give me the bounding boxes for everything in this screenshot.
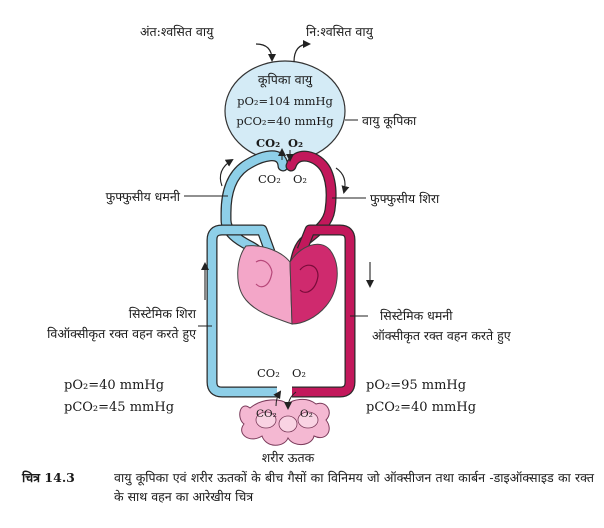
tissue-o2-arrow [284, 391, 297, 410]
pulmonary-artery-flow-arrow [219, 158, 234, 187]
tissue-co2-arrow [273, 390, 282, 407]
pulmonary-vein-flow-arrow [335, 167, 350, 194]
left-pco2-value: pCO₂=45 mmHg [64, 400, 175, 415]
alveolar-air-label: कूपिका वायु [257, 72, 313, 87]
heart-left-side [289, 243, 338, 325]
heart-right-side [237, 245, 293, 325]
systemic-vein-desc: विऑक्सीकृत रक्त वहन करते हुए [47, 326, 196, 341]
inhaled-air-arrow [255, 43, 276, 62]
pulmonary-artery-label: फुफ्फुसीय धमनी [105, 189, 180, 204]
exhaled-air-arrow [293, 40, 311, 63]
pulmonary-vein-label: फुफ्फुसीय शिरा [370, 191, 440, 206]
exhaled-air-label: नि:श्वसित वायु [306, 24, 373, 39]
tissue-co2-label: CO₂ [257, 366, 280, 380]
alveolus-pco2-value: pCO₂=40 mmHg [236, 114, 334, 128]
alveolus-o2-lower-label: O₂ [293, 172, 308, 186]
right-pco2-value: pCO₂=40 mmHg [366, 400, 477, 415]
alveolus-co2-label: CO₂ [256, 136, 281, 150]
systemic-vein-label: सिस्टेमिक शिरा [128, 306, 196, 321]
alveolus-po2-value: pO₂=104 mmHg [237, 94, 333, 108]
caption-number: चित्र 14.3 [22, 470, 75, 485]
tissue-co2-inner-label: CO₂ [256, 408, 277, 420]
left-po2-value: pO₂=40 mmHg [64, 378, 165, 393]
alveolus-co2-lower-label: CO₂ [258, 172, 281, 186]
right-po2-value: pO₂=95 mmHg [366, 378, 467, 393]
alveolus-o2-label: O₂ [288, 136, 304, 150]
tissue-o2-label: O₂ [292, 366, 307, 380]
inhaled-air-label: अंत:श्वसित वायु [140, 24, 214, 39]
alveolus-label: वायु कूपिका [362, 113, 417, 128]
tissue-o2-inner-label: O₂ [300, 408, 313, 420]
caption-text: वायु कूपिका एवं शरीर ऊतकों के बीच गैसों … [114, 470, 594, 504]
body-tissue-cells [239, 398, 330, 446]
systemic-artery-desc: ऑक्सीकृत रक्त वहन करते हुए [372, 328, 511, 343]
systemic-artery-label: सिस्टेमिक धमनी [380, 308, 453, 323]
body-tissue-label: शरीर ऊतक [261, 450, 315, 465]
